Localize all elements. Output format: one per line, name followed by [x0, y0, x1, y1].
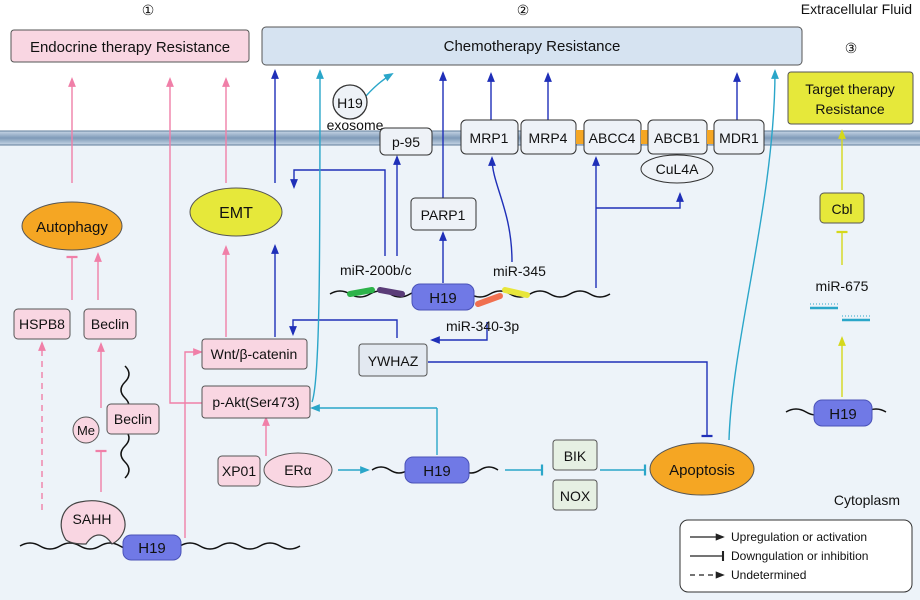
- h19-mid-box: [404, 456, 470, 484]
- mirna-bar-green: [347, 287, 375, 297]
- exosome-label: exosome: [327, 117, 384, 133]
- nox-box: [552, 479, 598, 511]
- cytoplasm-label: Cytoplasm: [834, 492, 900, 508]
- emt-ellipse: [189, 187, 283, 237]
- cbl-box: [819, 192, 865, 224]
- endocrine-resistance-label: Endocrine therapy Resistance: [30, 39, 230, 56]
- extracellular-fluid-label: Extracellular Fluid: [801, 1, 912, 17]
- mirna-bar-purple: [377, 287, 405, 297]
- sahh-shape: [60, 500, 126, 545]
- h19-right-box: [813, 399, 873, 427]
- h19-bottom-box: [122, 534, 182, 561]
- h19-right-label: H19: [829, 406, 857, 423]
- pakt-box: [201, 385, 311, 419]
- legend: Upregulation or activation Downgulation …: [679, 519, 913, 593]
- membrane-proteins: p-95 MRP1 MRP4 ABCC4 ABCB1 MDR1 CuL4A: [379, 119, 765, 184]
- h19-center-box: [411, 283, 475, 311]
- cyan-arrows: [310, 69, 779, 476]
- methyl-circle: [72, 416, 100, 444]
- hspb8-box: [13, 308, 71, 340]
- mirna-bar-yellow: [502, 287, 530, 298]
- nox-label: NOX: [560, 488, 591, 504]
- autophagy-label: Autophagy: [36, 219, 108, 236]
- p95-label: p-95: [392, 134, 420, 150]
- parp1-label: PARP1: [421, 207, 466, 223]
- mir200-label: miR-200b/c: [340, 262, 412, 278]
- cbl-label: Cbl: [831, 201, 852, 217]
- bik-box: [552, 439, 598, 471]
- target-resistance-box: [787, 71, 914, 125]
- section-1-label: ①: [142, 2, 155, 18]
- endocrine-arrows: [38, 77, 270, 538]
- chemotherapy-resistance-label: Chemotherapy Resistance: [444, 38, 621, 55]
- legend-upregulation: Upregulation or activation: [731, 530, 867, 544]
- legend-downregulation: Downgulation or inhibition: [731, 549, 868, 563]
- ywhaz-box: [358, 343, 428, 377]
- abcb1-label: ABCB1: [654, 130, 700, 146]
- sahh-label: SAHH: [73, 511, 112, 527]
- target-resistance-label-line1: Target therapy: [805, 81, 895, 97]
- wnt-box: [201, 338, 308, 370]
- apoptosis-label: Apoptosis: [669, 462, 735, 479]
- mirna-bar-orange: [475, 293, 503, 307]
- section-2-label: ②: [517, 2, 530, 18]
- mrp1-label: MRP1: [470, 130, 509, 146]
- bik-label: BIK: [564, 448, 587, 464]
- mir345-label: miR-345: [493, 263, 546, 279]
- section-3-label: ③: [845, 40, 858, 56]
- beclin-box: [83, 308, 137, 340]
- beclin-box-label: Beclin: [91, 316, 129, 332]
- legend-undetermined: Undetermined: [731, 568, 806, 582]
- h19-exosome-circle: [332, 84, 368, 120]
- beclin-rna-label: Beclin: [114, 411, 152, 427]
- parp1-box: [410, 197, 477, 231]
- era-label: ERα: [284, 462, 312, 478]
- abcc4-label: ABCC4: [589, 130, 636, 146]
- mdr1-label: MDR1: [719, 130, 759, 146]
- methyl-label: Me: [77, 423, 95, 438]
- xp01-box: [217, 455, 261, 487]
- legend-box: [679, 519, 913, 593]
- ywhaz-label: YWHAZ: [368, 353, 419, 369]
- hspb8-label: HSPB8: [19, 316, 65, 332]
- era-ellipse: [263, 452, 333, 488]
- mir675-label: miR-675: [816, 278, 869, 294]
- h19-mid-label: H19: [423, 463, 451, 480]
- cell-membrane: [0, 130, 920, 146]
- endocrine-resistance-box: [10, 29, 250, 63]
- h19-exosome-label: H19: [337, 95, 363, 111]
- mir675-duplex: [810, 303, 870, 322]
- extracellular-region: [0, 0, 920, 140]
- mrp4-label: MRP4: [529, 130, 568, 146]
- chemo-blue-arrows: [271, 69, 741, 438]
- apoptosis-ellipse: [649, 442, 755, 496]
- emt-label: EMT: [219, 205, 253, 222]
- cul4a-label: CuL4A: [656, 161, 699, 177]
- beclin-rna-box: [106, 403, 160, 435]
- h19-center-label: H19: [429, 290, 457, 307]
- xp01-label: XP01: [222, 463, 256, 479]
- h19-bottom-label: H19: [138, 540, 166, 557]
- autophagy-ellipse: [21, 201, 123, 251]
- target-resistance-label-line2: Resistance: [815, 101, 884, 117]
- chemotherapy-resistance-box: [261, 26, 803, 66]
- wnt-label: Wnt/β-catenin: [211, 346, 298, 362]
- mir340-label: miR-340-3p: [446, 318, 519, 334]
- pakt-label: p-Akt(Ser473): [212, 394, 299, 410]
